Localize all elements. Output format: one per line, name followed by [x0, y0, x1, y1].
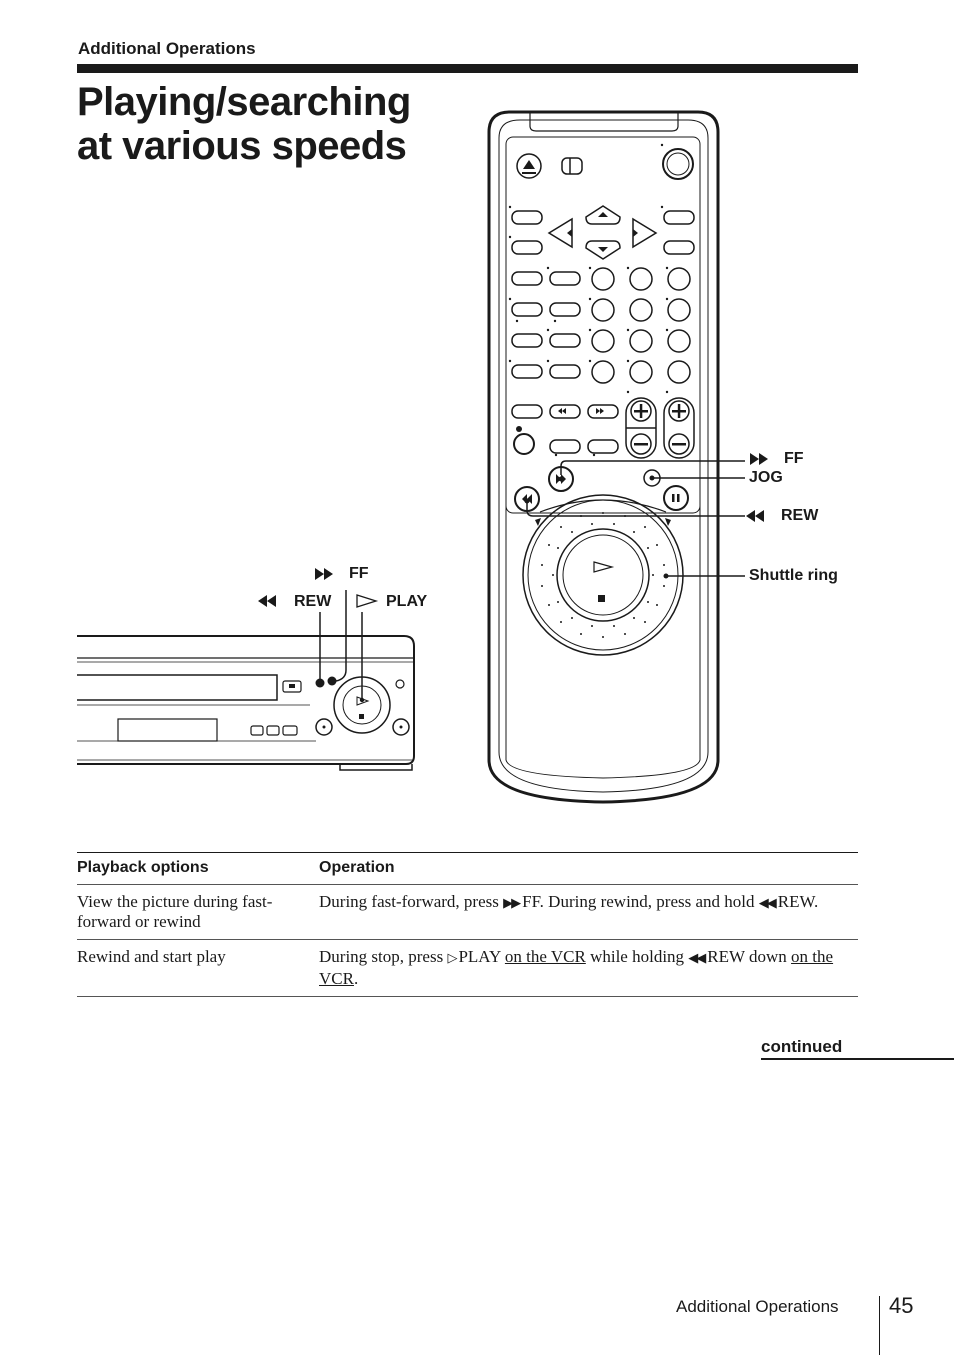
operation-text: REW. — [777, 892, 819, 911]
callout-play-vcr: PLAY — [386, 593, 428, 610]
footer-rule — [879, 1296, 880, 1355]
play-symbol-vcr — [356, 594, 379, 608]
continued-label: continued — [761, 1037, 843, 1056]
shuttle-ring-dots — [541, 512, 665, 638]
vcr-unit — [77, 635, 415, 771]
footer-section: Additional Operations — [676, 1297, 839, 1316]
table-row: Rewind and start play During stop, press… — [77, 939, 858, 997]
underlined-text: on the VCR — [504, 947, 586, 966]
column-header-operation: Operation — [319, 852, 858, 885]
operation-text: PLAY — [458, 947, 501, 966]
operation-text: . — [353, 969, 359, 988]
callout-rew-vcr: REW — [294, 593, 332, 610]
column-header-options: Playback options — [77, 852, 319, 885]
operation-text: down — [749, 947, 787, 966]
table-row: View the picture during fast-forward or … — [77, 884, 858, 940]
rew-symbol: ◀◀ — [688, 951, 706, 966]
continued-rule — [761, 1058, 954, 1060]
callout-rew-remote: REW — [781, 507, 819, 524]
operation-cell: During stop, press ▷PLAY on the VCR whil… — [319, 939, 858, 997]
rew-symbol-vcr — [258, 595, 276, 607]
table-header-row: Playback options Operation — [77, 852, 858, 885]
operation-text: FF. During rewind, press and hold — [522, 892, 755, 911]
title-line-1: Playing/searching — [77, 80, 411, 124]
callout-ff-vcr: FF — [349, 565, 369, 582]
operation-text: REW — [707, 947, 745, 966]
operation-text: During stop, press — [319, 947, 444, 966]
operation-text: while holding — [590, 947, 685, 966]
page-title: Playing/searching at various speeds — [77, 80, 411, 168]
title-line-2: at various speeds — [77, 124, 407, 168]
ff-symbol: ▶▶ — [503, 896, 521, 911]
remote-control — [487, 110, 720, 804]
option-cell: View the picture during fast-forward or … — [77, 884, 319, 940]
underlined-text: on the VCR — [319, 947, 834, 988]
leader-end-dots — [524, 475, 669, 579]
section-header: Additional Operations — [78, 39, 256, 58]
remote-glyphs — [508, 143, 686, 602]
ff-symbol-vcr — [315, 568, 333, 580]
callout-symbols — [258, 453, 768, 607]
operation-text: During fast-forward, press — [319, 892, 499, 911]
callout-jog-remote: JOG — [749, 469, 783, 486]
callout-ff-remote: FF — [784, 450, 804, 467]
ff-symbol — [750, 453, 768, 465]
rew-symbol — [746, 510, 764, 522]
vcr-leader-dots — [317, 678, 365, 703]
remote-leader-lines — [526, 460, 745, 577]
page-number: 45 — [889, 1293, 914, 1318]
play-symbol: ▷ — [447, 951, 457, 966]
vcr-leader-lines — [319, 590, 363, 700]
operation-cell: During fast-forward, press ▶▶FF. During … — [319, 884, 858, 940]
callout-shuttle-ring: Shuttle ring — [749, 567, 838, 584]
rew-symbol: ◀◀ — [758, 896, 777, 911]
playback-options-table: Playback options Operation View the pict… — [77, 852, 858, 997]
header-rule — [77, 64, 858, 73]
option-cell: Rewind and start play — [77, 939, 319, 997]
